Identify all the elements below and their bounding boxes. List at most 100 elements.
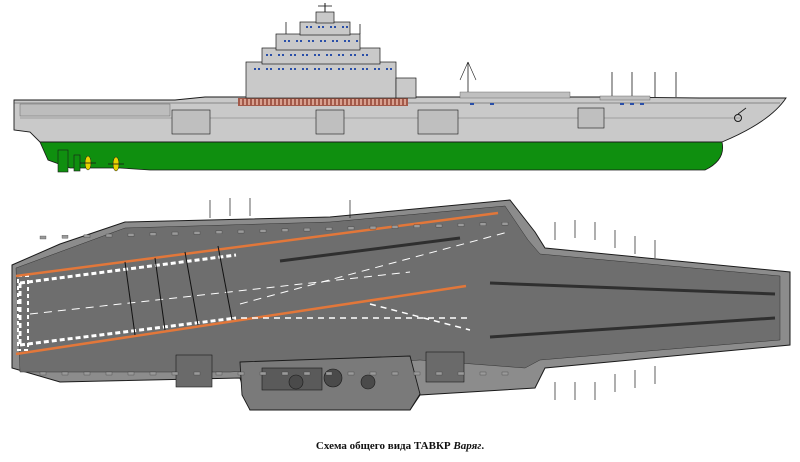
- edge-fitting: [193, 231, 201, 235]
- hangar-bay-mark: [252, 99, 254, 105]
- top-antenna-poles: [209, 198, 656, 400]
- island-window: [318, 54, 320, 56]
- edge-fitting: [237, 371, 245, 376]
- island-superstructure: [245, 3, 417, 99]
- diagram-caption: Схема общего вида ТАВКР Варяг.: [0, 440, 800, 452]
- hangar-bay-mark: [396, 99, 398, 105]
- island-window: [284, 40, 286, 42]
- side-blue-mark: [470, 103, 474, 105]
- island-window: [362, 54, 364, 56]
- island-window: [354, 68, 356, 70]
- island-window: [348, 40, 350, 42]
- hangar-bay-mark: [388, 99, 390, 105]
- hangar-bay-mark: [356, 99, 358, 105]
- edge-fitting: [61, 371, 69, 376]
- island-window: [366, 68, 368, 70]
- island-window: [342, 26, 344, 28]
- island-window: [312, 40, 314, 42]
- island-window: [354, 54, 356, 56]
- forward-deck-block: [599, 95, 651, 101]
- hangar-bay-mark: [304, 99, 306, 105]
- hangar-bay-mark: [288, 99, 290, 105]
- takeoff-lane-3: [489, 316, 776, 339]
- arrestor-wire: [154, 257, 166, 331]
- edge-fitting: [259, 229, 267, 233]
- island-window: [288, 40, 290, 42]
- hangar-bay-mark: [360, 99, 362, 105]
- edge-fitting: [391, 225, 399, 229]
- island-window: [332, 40, 334, 42]
- island-window: [320, 40, 322, 42]
- island-window: [350, 54, 352, 56]
- side-blue-mark: [630, 103, 634, 105]
- caption-prefix: Схема общего вида ТАВКР: [315, 440, 451, 452]
- island-window: [308, 40, 310, 42]
- island-windows: [254, 26, 392, 70]
- antenna-mast: [459, 61, 477, 97]
- island-window: [366, 54, 368, 56]
- edge-fitting: [501, 371, 509, 376]
- edge-fitting: [347, 226, 355, 230]
- hangar-bay-mark: [392, 99, 394, 105]
- takeoff-lane-1: [279, 236, 461, 263]
- island-window: [254, 68, 256, 70]
- edge-fitting: [83, 234, 91, 238]
- island-window: [336, 40, 338, 42]
- edge-fitting: [501, 221, 509, 226]
- edge-fitting: [149, 232, 157, 236]
- runway-dash-upper: [19, 253, 237, 285]
- hangar-bay-mark: [280, 99, 282, 105]
- edge-fitting: [303, 371, 311, 376]
- hangar-bay-mark: [260, 99, 262, 105]
- island-window: [390, 68, 392, 70]
- edge-fitting: [83, 371, 91, 376]
- hangar-bay-mark: [384, 99, 386, 105]
- hangar-bay-mark: [240, 99, 242, 105]
- island-window: [344, 40, 346, 42]
- sponson: [577, 107, 605, 129]
- anchor-icon: [734, 114, 742, 122]
- island-window: [294, 68, 296, 70]
- anchor-chain: [737, 107, 747, 115]
- hangar-bay-mark: [348, 99, 350, 105]
- island-window: [266, 54, 268, 56]
- hangar-bay-mark: [344, 99, 346, 105]
- sponson: [171, 109, 211, 135]
- island-window: [322, 26, 324, 28]
- edge-fitting: [479, 222, 487, 226]
- edge-fitting: [127, 233, 135, 237]
- centerline-dashed: [29, 271, 411, 315]
- island-window: [306, 54, 308, 56]
- propeller-icon: [108, 156, 124, 172]
- island-window: [302, 68, 304, 70]
- edge-fitting: [237, 229, 245, 234]
- side-blue-marks: [470, 103, 644, 105]
- island-top-view: [175, 351, 465, 411]
- edge-fitting: [347, 371, 355, 376]
- edge-fitting: [457, 223, 465, 227]
- island-window: [374, 68, 376, 70]
- edge-fitting: [325, 371, 333, 376]
- hangar-bay-mark: [376, 99, 378, 105]
- island-window: [318, 26, 320, 28]
- edge-fitting: [149, 371, 157, 376]
- island-window: [326, 68, 328, 70]
- rudder: [57, 149, 69, 173]
- hangar-bay-mark: [340, 99, 342, 105]
- hangar-bay-mark: [336, 99, 338, 105]
- hangar-bay-mark: [316, 99, 318, 105]
- island-window: [362, 68, 364, 70]
- edge-fitting: [413, 224, 421, 228]
- runway-dash-lower: [19, 316, 237, 347]
- hangar-bay-mark: [276, 99, 278, 105]
- hangar-bay-mark: [352, 99, 354, 105]
- edge-fitting: [391, 371, 399, 376]
- island-window: [302, 54, 304, 56]
- island-window: [386, 68, 388, 70]
- hangar-bay-mark: [320, 99, 322, 105]
- hangar-bay-mark: [300, 99, 302, 105]
- arrestor-wire: [217, 245, 233, 321]
- arrestor-wires: [124, 245, 233, 336]
- hangar-bay-mark: [372, 99, 374, 105]
